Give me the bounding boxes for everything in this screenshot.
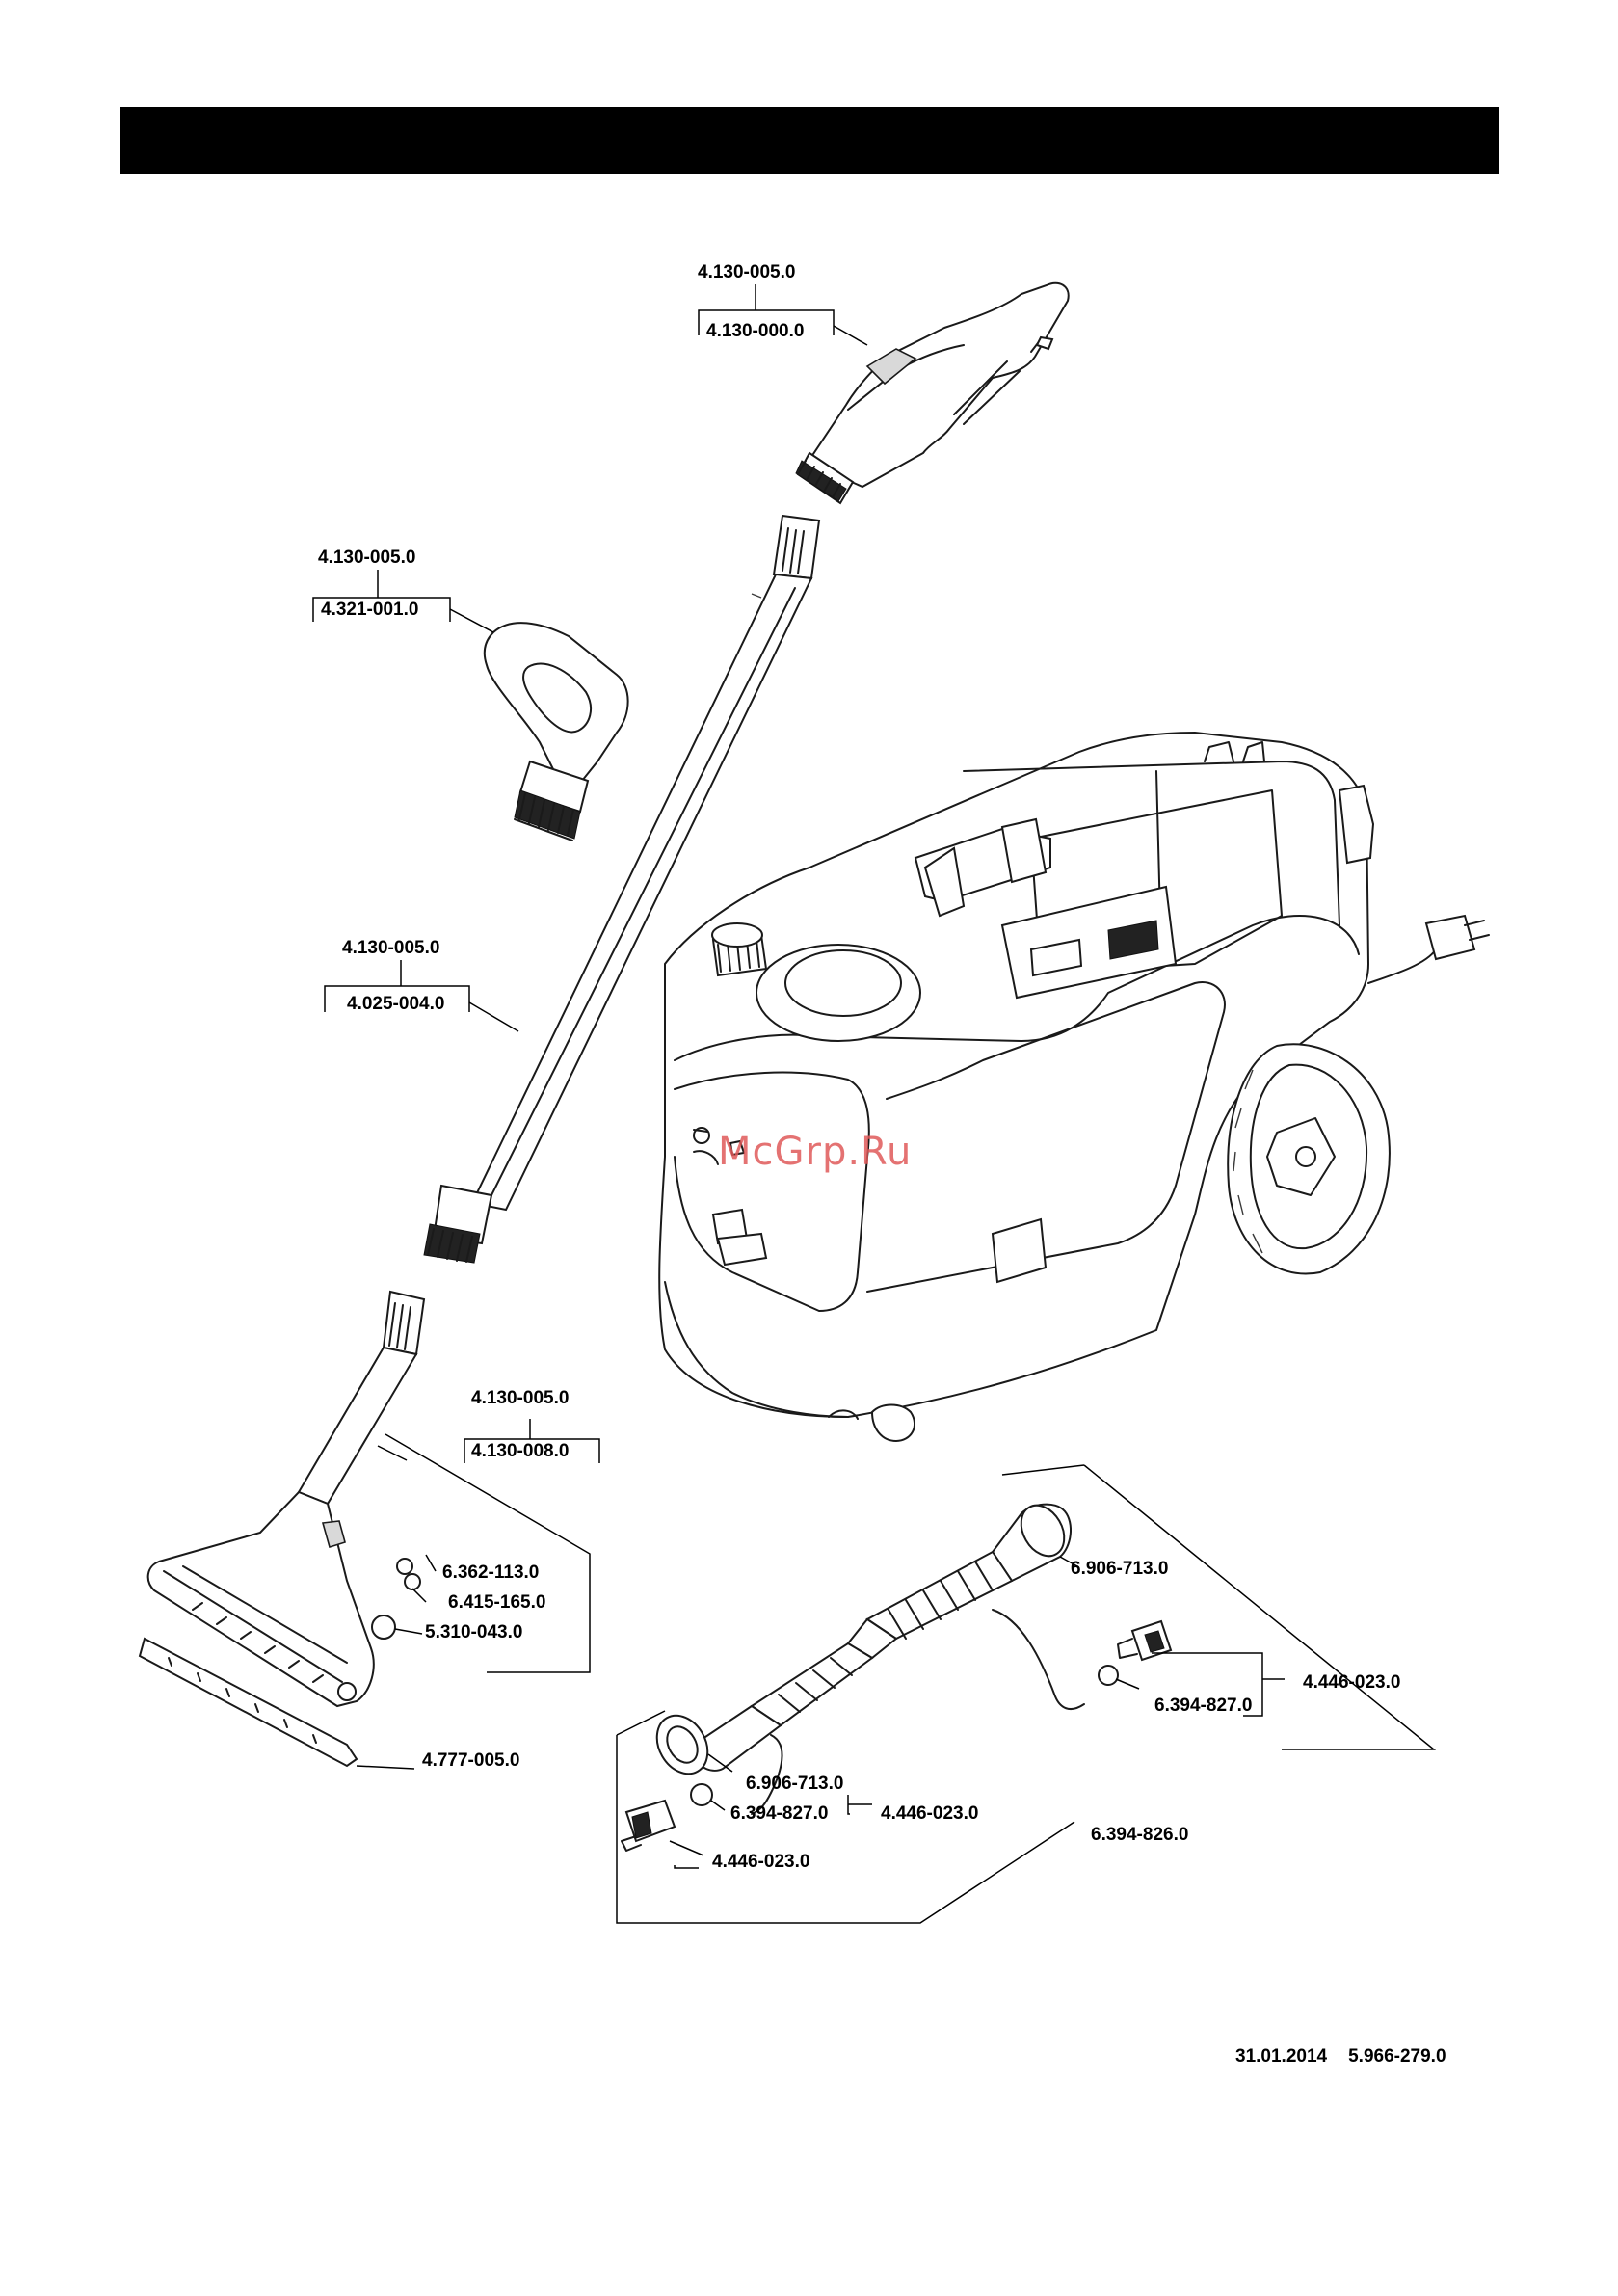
label-hose-top: 6.906-713.0 bbox=[1071, 1559, 1168, 1580]
label-coupling-right-group: 4.446-023.0 bbox=[1303, 1672, 1400, 1694]
label-coupling-right-part: 6.394-827.0 bbox=[1154, 1695, 1252, 1717]
hose-assembly-drawing bbox=[622, 1498, 1171, 1851]
footer: 31.01.2014 5.966-279.0 bbox=[1235, 2046, 1446, 2068]
label-nozzle-sub-3: 5.310-043.0 bbox=[425, 1622, 522, 1643]
label-grip-part: 4.321-001.0 bbox=[321, 600, 418, 621]
cleaner-body-drawing bbox=[659, 733, 1489, 1441]
label-handle-part: 4.130-000.0 bbox=[706, 321, 804, 342]
label-coupling-left-sub: 4.446-023.0 bbox=[712, 1852, 809, 1873]
label-handle-group: 4.130-005.0 bbox=[698, 262, 795, 283]
footer-date: 31.01.2014 bbox=[1235, 2046, 1327, 2067]
side-grip-drawing bbox=[485, 623, 628, 841]
label-coupling-left-part: 6.394-827.0 bbox=[730, 1803, 828, 1825]
footer-doc-number: 5.966-279.0 bbox=[1348, 2046, 1446, 2067]
floor-nozzle-drawing bbox=[140, 1292, 424, 1766]
label-tube-group: 4.130-005.0 bbox=[342, 938, 439, 959]
label-coupling-left-group: 4.446-023.0 bbox=[881, 1803, 978, 1825]
watermark: McGrp.Ru bbox=[718, 1130, 912, 1174]
label-nozzle-part: 4.130-008.0 bbox=[471, 1441, 569, 1462]
label-grip-group: 4.130-005.0 bbox=[318, 547, 415, 569]
spray-handle-drawing bbox=[796, 283, 1069, 503]
label-nozzle-sub-1: 6.362-113.0 bbox=[442, 1562, 539, 1584]
label-nozzle-sub-2: 6.415-165.0 bbox=[448, 1592, 545, 1614]
label-nozzle-insert: 4.777-005.0 bbox=[422, 1750, 519, 1772]
label-nozzle-group: 4.130-005.0 bbox=[471, 1388, 569, 1409]
label-tube-part: 4.025-004.0 bbox=[347, 994, 444, 1015]
label-hose-bottom: 6.906-713.0 bbox=[746, 1774, 843, 1795]
label-hose-assembly: 6.394-826.0 bbox=[1091, 1825, 1188, 1846]
